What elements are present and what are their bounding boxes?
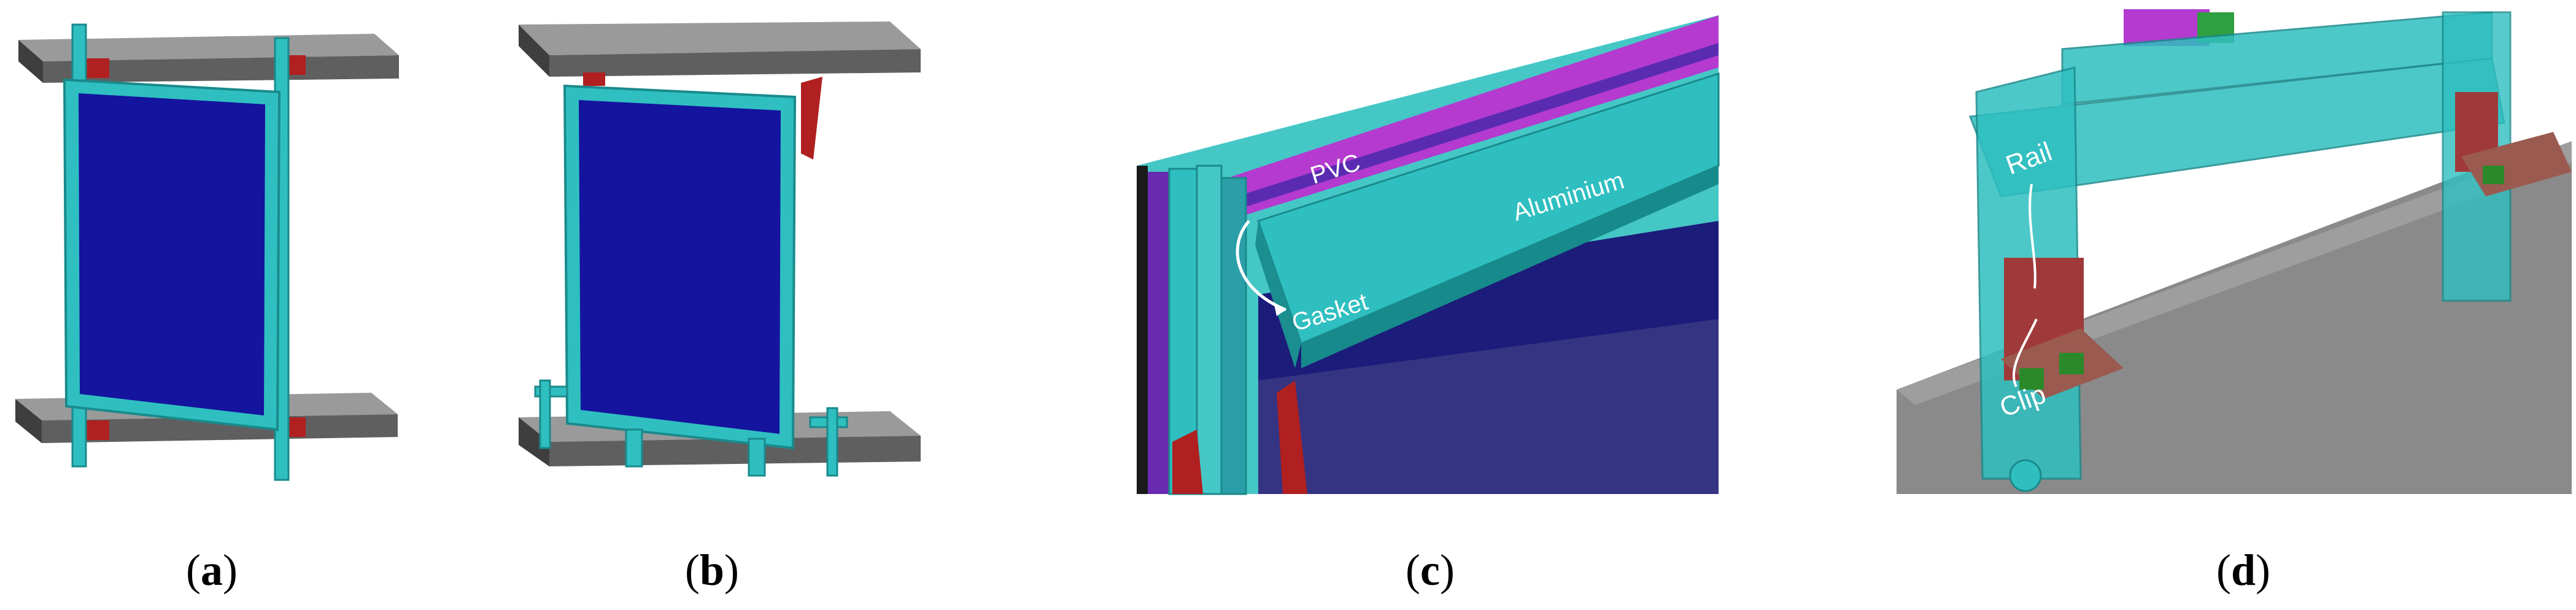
panel-d-illustration: Rail Clip	[1897, 9, 2572, 494]
panel-b-illustration	[519, 21, 921, 477]
caption-b: (b)	[684, 546, 739, 595]
caption-d: (d)	[2216, 546, 2270, 595]
caption-c: (c)	[1406, 546, 1455, 595]
panel-c: PVC Aluminium Gasket (c)	[1129, 0, 1731, 610]
panel-a: (a)	[0, 0, 430, 610]
caption-a: (a)	[186, 546, 238, 595]
panel-a-illustration	[15, 23, 399, 481]
panel-c-illustration: PVC Aluminium Gasket	[1129, 0, 1731, 495]
panel-b: (b)	[491, 0, 957, 610]
panel-d: Rail Clip (d)	[1878, 0, 2576, 610]
